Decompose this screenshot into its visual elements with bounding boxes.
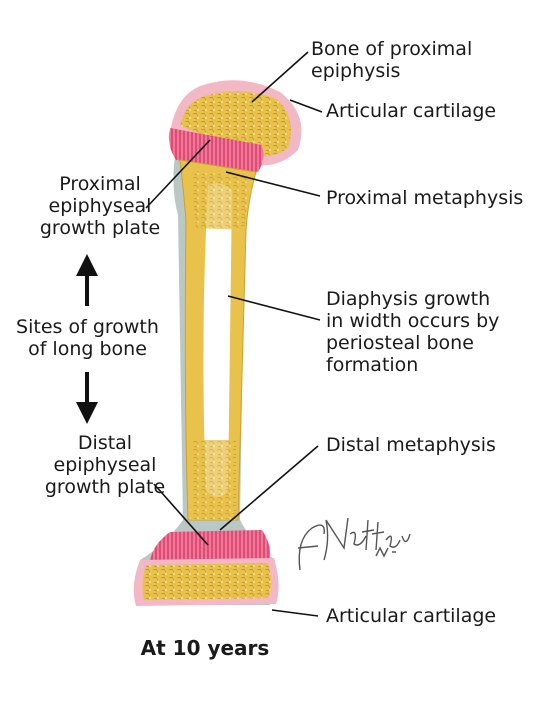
leader-articular-cartilage-bottom	[271, 609, 319, 617]
label-sites-of-growth: Sites of growth of long bone	[16, 316, 159, 360]
proximal-epiphysis-bone	[180, 91, 291, 156]
leader-distal-metaphysis	[219, 445, 319, 531]
label-articular-cartilage-top: Articular cartilage	[326, 100, 497, 122]
distal-growth-plate	[150, 530, 271, 562]
label-proximal-growth-plate: Proximal epiphyseal growth plate	[39, 173, 161, 239]
leader-proximal-metaphysis	[225, 171, 321, 197]
leader-articular-cartilage-top	[289, 99, 323, 113]
leader-distal-growth-plate	[153, 483, 209, 546]
label-distal-metaphysis: Distal metaphysis	[326, 434, 496, 456]
leader-diaphysis	[227, 295, 321, 321]
proximal-growth-plate	[168, 128, 264, 172]
leader-proximal-growth-plate	[145, 139, 211, 209]
medullary-cavity	[203, 183, 232, 498]
leader-bone-proximal-epiphysis	[251, 51, 309, 103]
label-diaphysis: Diaphysis growth in width occurs by peri…	[326, 288, 500, 376]
down-arrow-icon	[76, 372, 98, 424]
distal-epiphysis-bone	[142, 563, 271, 600]
label-proximal-metaphysis: Proximal metaphysis	[326, 187, 524, 209]
metaphysis-trabeculae	[190, 170, 250, 520]
label-articular-cartilage-bottom: Articular cartilage	[326, 605, 497, 627]
caption-age: At 10 years	[140, 636, 270, 660]
artist-signature	[297, 517, 411, 571]
label-distal-growth-plate: Distal epiphyseal growth plate	[44, 432, 166, 498]
up-arrow-icon	[76, 254, 98, 306]
label-bone-proximal-epiphysis: Bone of proximal epiphysis	[311, 38, 473, 82]
